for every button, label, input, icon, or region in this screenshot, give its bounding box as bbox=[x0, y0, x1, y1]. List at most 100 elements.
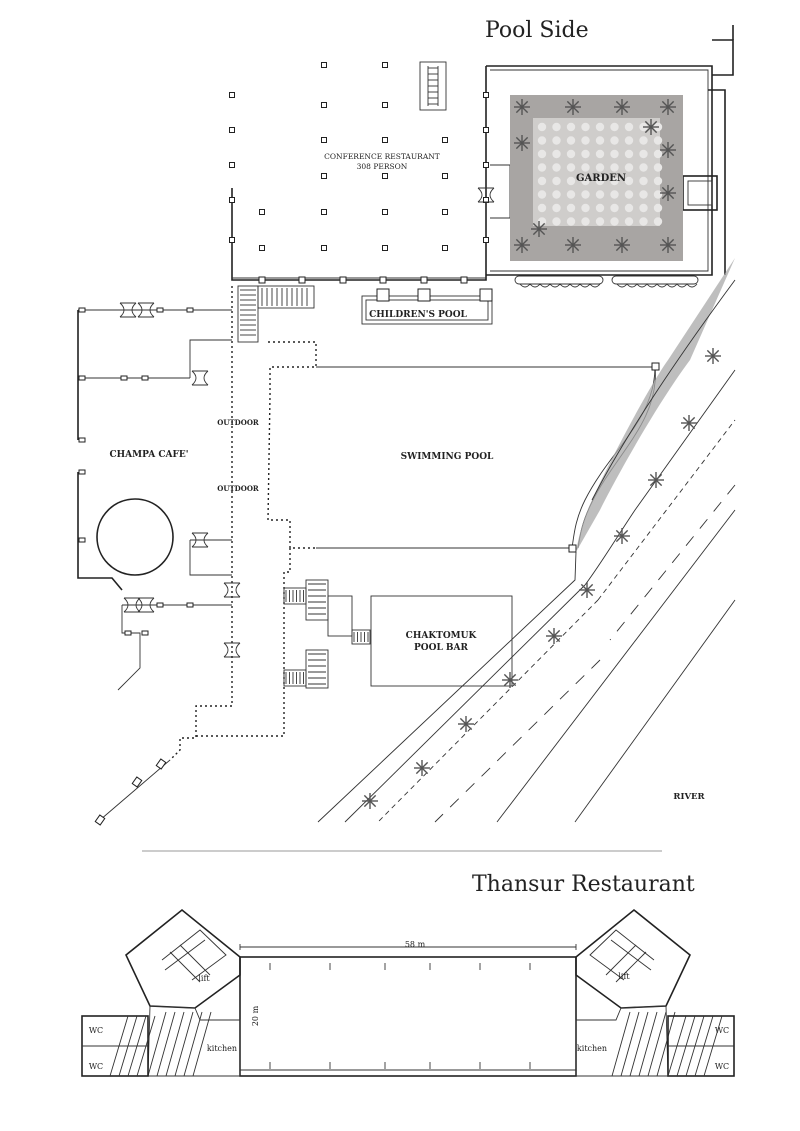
childrens-pool: CHILDREN'S POOL bbox=[361, 288, 493, 325]
garden-tile bbox=[581, 217, 590, 226]
door-icon bbox=[477, 187, 495, 203]
palm-tree-icon bbox=[648, 472, 664, 488]
column bbox=[156, 307, 164, 313]
garden-tile bbox=[653, 176, 663, 186]
column bbox=[483, 197, 489, 203]
garden-tile bbox=[610, 190, 619, 199]
column bbox=[78, 469, 86, 475]
garden-tile bbox=[537, 203, 547, 213]
outdoor-label-2: OUTDOOR bbox=[217, 484, 259, 493]
column bbox=[442, 173, 448, 179]
garden-tile bbox=[581, 149, 590, 159]
river-palm-icons bbox=[362, 348, 721, 809]
palm-tree-icon bbox=[502, 672, 518, 688]
column bbox=[78, 307, 86, 313]
palm-tree-icon bbox=[531, 221, 547, 237]
column bbox=[156, 602, 164, 608]
swimming-pool: SWIMMING POOL bbox=[267, 341, 660, 553]
column bbox=[124, 630, 132, 636]
pool-bar-label-1: CHAKTOMUK bbox=[406, 631, 478, 641]
garden-tile bbox=[624, 163, 634, 172]
lift-right-label: lift bbox=[618, 972, 630, 981]
garden-tile bbox=[552, 176, 561, 186]
column bbox=[483, 162, 489, 168]
round-table bbox=[96, 498, 174, 576]
palm-tree-icon bbox=[514, 135, 530, 151]
pool-bar: CHAKTOMUK POOL BAR bbox=[283, 579, 513, 689]
palm-tree-icon bbox=[660, 237, 676, 253]
garden-tile bbox=[610, 176, 619, 186]
palm-tree-icon bbox=[681, 415, 697, 431]
palm-tree-icon bbox=[458, 716, 474, 732]
column bbox=[321, 209, 327, 215]
garden-tile bbox=[581, 163, 590, 172]
palm-tree-icon bbox=[514, 237, 530, 253]
wc-right-top: WC bbox=[715, 1026, 729, 1035]
garden-tile bbox=[624, 217, 634, 226]
garden-building: GARDEN bbox=[486, 25, 734, 288]
palm-tree-icon bbox=[705, 348, 721, 364]
garden-tile bbox=[581, 136, 590, 145]
column bbox=[258, 276, 266, 284]
garden-tile bbox=[610, 163, 619, 172]
garden-tile bbox=[581, 176, 590, 186]
swimming-pool-label: SWIMMING POOL bbox=[401, 452, 494, 462]
garden-tile bbox=[566, 203, 576, 213]
door-icon bbox=[191, 532, 209, 548]
column bbox=[229, 197, 235, 203]
door-icon bbox=[223, 642, 241, 658]
column bbox=[259, 245, 265, 251]
door-icons bbox=[119, 187, 495, 658]
garden-tile bbox=[639, 217, 648, 226]
garden-label: GARDEN bbox=[576, 173, 626, 184]
door-icon bbox=[223, 582, 241, 598]
garden-tile bbox=[639, 149, 648, 159]
garden-tile bbox=[610, 149, 619, 159]
conference-capacity-label: 308 PERSON bbox=[357, 162, 408, 171]
outdoor-boundary bbox=[169, 286, 233, 761]
garden-tile bbox=[624, 122, 634, 132]
column bbox=[186, 602, 194, 608]
garden-tile bbox=[537, 176, 547, 186]
garden-tile bbox=[581, 190, 590, 199]
garden-tile bbox=[566, 122, 576, 132]
garden-tile bbox=[552, 122, 561, 132]
garden-tile bbox=[624, 190, 634, 199]
champa-cafe-label: CHAMPA CAFE' bbox=[110, 450, 189, 460]
door-icon bbox=[137, 597, 155, 613]
thansur-title: Thansur Restaurant bbox=[472, 872, 695, 897]
garden-tile bbox=[595, 217, 605, 226]
palm-tree-icon bbox=[660, 185, 676, 201]
palm-tree-icon bbox=[660, 142, 676, 158]
garden-tile bbox=[639, 203, 648, 213]
wc-left-top: WC bbox=[89, 1026, 103, 1035]
garden-tile bbox=[566, 136, 576, 145]
column bbox=[382, 62, 388, 68]
garden-tile bbox=[624, 149, 634, 159]
garden-tile bbox=[653, 149, 663, 159]
pool-bar-label-2: POOL BAR bbox=[414, 643, 468, 653]
garden-tile bbox=[624, 136, 634, 145]
lift-left-label: lift bbox=[198, 974, 210, 983]
childrens-pool-label: CHILDREN'S POOL bbox=[369, 310, 467, 320]
garden-tile bbox=[595, 176, 605, 186]
garden-tile bbox=[537, 149, 547, 159]
column bbox=[229, 127, 235, 133]
width-dimension: 20 m bbox=[251, 1005, 260, 1026]
conference-columns bbox=[229, 62, 489, 284]
door-icon bbox=[191, 370, 209, 386]
column bbox=[483, 237, 489, 243]
garden-tile bbox=[610, 217, 619, 226]
thansur-plan: 58 m 20 m lift kitchen lift kitchen WC W… bbox=[81, 908, 735, 1077]
palm-tree-icon bbox=[362, 793, 378, 809]
garden-tile bbox=[610, 136, 619, 145]
garden-tile bbox=[653, 190, 663, 199]
garden-tile bbox=[566, 190, 576, 199]
column bbox=[382, 245, 388, 251]
garden-tile bbox=[552, 203, 561, 213]
door-icon bbox=[119, 302, 137, 318]
column bbox=[186, 307, 194, 313]
column bbox=[229, 92, 235, 98]
garden-tile bbox=[552, 149, 561, 159]
palm-tree-icon bbox=[614, 528, 630, 544]
